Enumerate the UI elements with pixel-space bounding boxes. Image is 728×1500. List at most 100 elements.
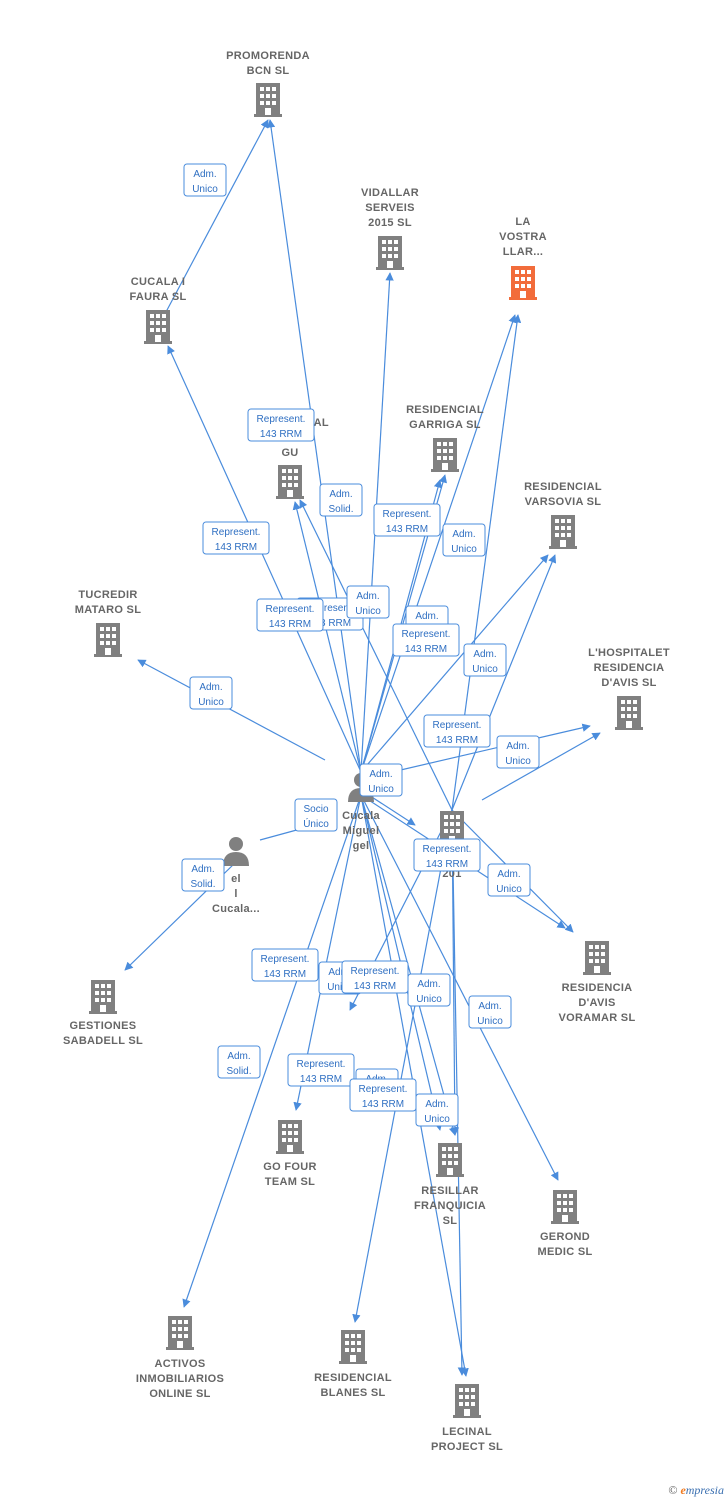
edge-label-text: Represent. bbox=[266, 604, 315, 615]
edge-label-text: 143 RRM bbox=[436, 735, 478, 746]
edge-line-4 bbox=[360, 314, 517, 773]
edge-label-6[interactable]: Represent.143 RRM bbox=[256, 598, 324, 632]
node-label-line: GU bbox=[281, 447, 298, 459]
node-label-line: BLANES SL bbox=[320, 1387, 385, 1399]
node-label-line: Cucala bbox=[342, 810, 380, 822]
edge-label-text: Adm. bbox=[227, 1051, 250, 1062]
edge-label-text: Adm. bbox=[369, 769, 392, 780]
edge-label-text: Adm. bbox=[506, 741, 529, 752]
edge-label-box bbox=[189, 676, 233, 710]
edge-label-11[interactable]: Adm.Unico bbox=[442, 523, 486, 557]
node-label-line: FRANQUICIA bbox=[414, 1200, 486, 1212]
building-icon bbox=[549, 515, 577, 549]
edge-label-text: 143 RRM bbox=[260, 429, 302, 440]
building-icon bbox=[339, 1330, 367, 1364]
edge-line-14 bbox=[481, 732, 601, 801]
edge-label-22[interactable]: Represent.143 RRM bbox=[341, 960, 409, 994]
edge-label-7[interactable]: Represent.143 RRM bbox=[202, 521, 270, 555]
building-icon bbox=[94, 623, 122, 657]
edge-label-text: Adm. bbox=[191, 864, 214, 875]
node-label-line: GEROND bbox=[540, 1231, 590, 1243]
node-label-line: Miguel bbox=[343, 825, 380, 837]
node-label-line: LLAR... bbox=[503, 246, 544, 258]
edge-label-24[interactable]: Adm.Unico bbox=[468, 995, 512, 1029]
edge-label-23[interactable]: Adm.Unico bbox=[407, 973, 451, 1007]
node-label-line: BCN SL bbox=[247, 65, 290, 77]
edge-label-text: Unico bbox=[451, 544, 477, 555]
edge-line-8 bbox=[137, 659, 326, 761]
node-label-line: RESIDENCIAL bbox=[524, 481, 602, 493]
edge-label-text: Adm. bbox=[415, 611, 438, 622]
edge-label-box bbox=[463, 643, 507, 677]
edge-label-1[interactable]: Represent.143 RRM bbox=[247, 408, 315, 442]
edge-label-14[interactable]: Adm. Unico bbox=[496, 735, 540, 769]
edge-label-15[interactable]: Adm.Unico bbox=[359, 763, 403, 797]
edge-label-text: Represent. bbox=[383, 509, 432, 520]
edge-label-text: Adm. bbox=[356, 591, 379, 602]
edge-label-text: Represent. bbox=[359, 1084, 408, 1095]
brand-name: mpresia bbox=[685, 1483, 724, 1497]
edge-label-box bbox=[415, 1093, 459, 1127]
edge-label-26[interactable]: Represent.143 RRM bbox=[287, 1053, 355, 1087]
edge-label-text: 143 RRM bbox=[309, 618, 351, 629]
edge-label-text: Único bbox=[303, 817, 329, 830]
node-label-line: TUCREDIR bbox=[78, 589, 137, 601]
node-label-line: D'AVIS bbox=[578, 997, 615, 1009]
person-icon bbox=[223, 837, 249, 866]
node-person2[interactable]: ellCucala... bbox=[212, 837, 260, 915]
edge-label-5[interactable]: Adm. Unico bbox=[346, 585, 390, 619]
edge-line-25 bbox=[182, 794, 362, 1308]
edge-label-0[interactable]: Adm.Unico bbox=[183, 163, 227, 197]
edge-label-18[interactable]: Represent.143 RRM bbox=[413, 838, 481, 872]
edge-label-4[interactable]: Represent.143 RRM bbox=[373, 503, 441, 537]
edge-label-8[interactable]: Adm.Unico bbox=[189, 676, 233, 710]
edge-label-text: Unico bbox=[192, 184, 218, 195]
edge-label-text: Unico bbox=[355, 606, 381, 617]
node-label-line: SL bbox=[443, 1215, 458, 1227]
edge-label-text: Represent. bbox=[261, 954, 310, 965]
edge-label-28[interactable]: Represent.143 RRM bbox=[349, 1078, 417, 1112]
building-icon bbox=[551, 1190, 579, 1224]
edge-label-12[interactable]: Adm.Unico bbox=[463, 643, 507, 677]
edge-label-box bbox=[413, 838, 481, 872]
edge-label-box bbox=[359, 763, 403, 797]
building-icon bbox=[431, 438, 459, 472]
node-label-line: el bbox=[231, 873, 241, 885]
edge-label-box bbox=[202, 521, 270, 555]
edge-label-box bbox=[407, 973, 451, 1007]
node-label-line: VOSTRA bbox=[499, 231, 547, 243]
edge-label-17[interactable]: Adm. Solid. bbox=[181, 858, 225, 892]
edge-label-19[interactable]: Adm.Unico bbox=[487, 863, 531, 897]
edge-label-25[interactable]: Adm.Solid. bbox=[217, 1045, 261, 1079]
edge-label-13[interactable]: Represent.143 RRM bbox=[423, 714, 491, 748]
edge-label-text: Unico bbox=[505, 756, 531, 767]
edge-label-text: Adm. bbox=[328, 967, 351, 978]
node-lavostra[interactable]: LAVOSTRALLAR... bbox=[499, 216, 547, 300]
node-label-line: l bbox=[234, 888, 237, 900]
node-label-line: L'HOSPITALET bbox=[588, 647, 670, 659]
edge-label-29[interactable]: Adm.Unico bbox=[415, 1093, 459, 1127]
edge-label-10[interactable]: Represent.143 RRM bbox=[392, 623, 460, 657]
node-label-line: gel bbox=[353, 840, 370, 852]
edge-label-2[interactable]: Adm.Solid. bbox=[319, 483, 363, 517]
edge-label-20[interactable]: Represent.143 RRM bbox=[251, 948, 319, 982]
edge-label-text: Solid. bbox=[190, 879, 215, 890]
edge-label-box bbox=[251, 948, 319, 982]
